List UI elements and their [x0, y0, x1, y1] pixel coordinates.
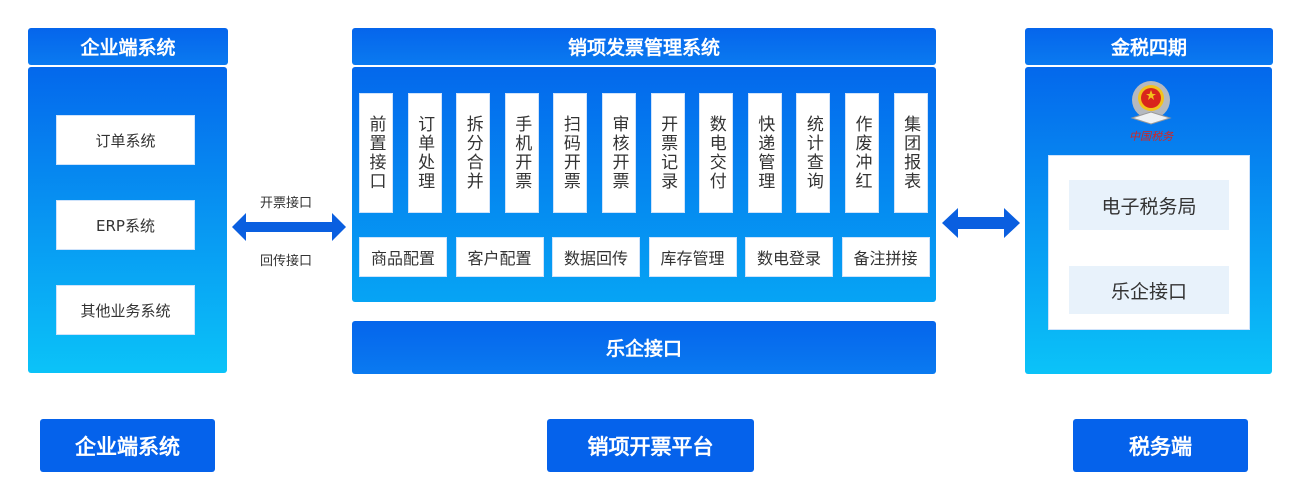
module-5: 扫码开票	[553, 93, 588, 213]
tax-emblem-icon	[1130, 81, 1172, 125]
config-module-3: 数据回传	[552, 237, 640, 277]
module-3: 拆分合并	[456, 93, 491, 213]
erp-system-box: ERP系统	[56, 200, 195, 250]
invoice-interface-label: 开票接口	[260, 196, 313, 211]
config-module-5: 数电登录	[745, 237, 833, 277]
other-system-box: 其他业务系统	[56, 285, 195, 335]
invoice-system-header: 销项发票管理系统	[352, 28, 936, 65]
e-tax-bureau-box: 电子税务局	[1069, 180, 1229, 230]
double-arrow-icon	[942, 208, 1020, 238]
config-module-6: 备注拼接	[841, 237, 930, 277]
module-9: 快递管理	[747, 93, 782, 213]
module-1: 前置接口	[359, 93, 393, 213]
tax-side-label-button: 税务端	[1073, 419, 1248, 472]
platform-label-button: 销项开票平台	[547, 419, 754, 472]
module-10: 统计查询	[796, 93, 831, 213]
module-12: 集团报表	[893, 93, 928, 213]
golden-tax-header: 金税四期	[1025, 28, 1273, 65]
config-module-1: 商品配置	[359, 237, 447, 277]
emblem-caption: 中国税务	[1129, 130, 1173, 143]
module-8: 数电交付	[699, 93, 734, 213]
module-6: 审核开票	[602, 93, 636, 213]
enterprise-header: 企业端系统	[28, 28, 228, 65]
leqi-interface-bar: 乐企接口	[352, 321, 936, 374]
module-4: 手机开票	[504, 93, 539, 213]
invoice-system-panel	[352, 67, 936, 302]
leqi-interface-box: 乐企接口	[1069, 266, 1229, 314]
module-7: 开票记录	[650, 93, 685, 213]
module-2: 订单处理	[407, 93, 442, 213]
enterprise-label-button: 企业端系统	[40, 419, 215, 472]
order-system-box: 订单系统	[56, 115, 195, 165]
config-module-2: 客户配置	[455, 237, 544, 277]
double-arrow-icon	[232, 213, 346, 241]
return-interface-label: 回传接口	[260, 254, 313, 269]
config-module-4: 库存管理	[648, 237, 737, 277]
module-11: 作废冲红	[845, 93, 879, 213]
